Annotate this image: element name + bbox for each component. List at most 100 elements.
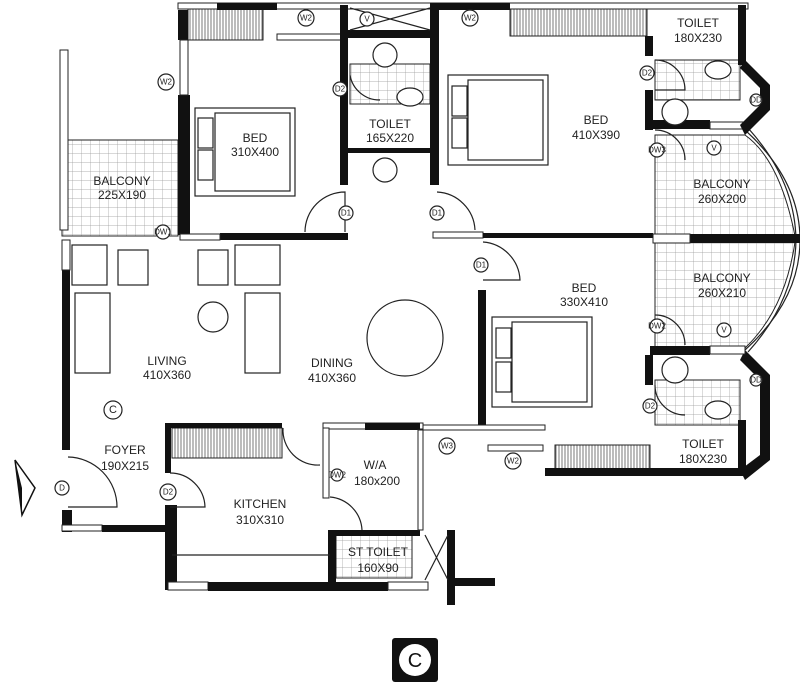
svg-text:FOYER: FOYER [104, 443, 146, 457]
tag-w2: W2 [297, 9, 315, 27]
svg-text:ST TOILET: ST TOILET [348, 545, 409, 559]
svg-text:DD: DD [750, 96, 762, 105]
svg-text:V: V [364, 15, 370, 24]
svg-text:DW1: DW1 [154, 228, 172, 237]
tag-c: C [103, 400, 123, 420]
svg-text:D1: D1 [476, 261, 487, 270]
svg-text:410X360: 410X360 [308, 371, 356, 385]
svg-text:D2: D2 [163, 488, 174, 497]
svg-text:TOILET: TOILET [682, 437, 724, 451]
svg-text:BED: BED [584, 113, 609, 127]
svg-text:W2: W2 [464, 14, 477, 23]
svg-text:D2: D2 [642, 69, 653, 78]
svg-text:410X360: 410X360 [143, 368, 191, 382]
tag-w2: W2 [461, 9, 479, 27]
svg-text:180x200: 180x200 [354, 474, 400, 488]
tag-v: V [716, 322, 732, 338]
svg-text:W2: W2 [160, 78, 173, 87]
svg-text:TOILET: TOILET [677, 16, 719, 30]
svg-text:C: C [109, 404, 117, 416]
tag-dw1: DW1 [154, 224, 172, 240]
walls [59, 2, 800, 605]
tag-d2: D2 [332, 81, 348, 97]
wardrobe [187, 7, 264, 41]
tag-w3: W3 [438, 437, 456, 455]
tag-d: D [54, 480, 70, 496]
wardrobe [554, 444, 651, 472]
tag-w2: W2 [157, 73, 175, 91]
svg-text:190X215: 190X215 [101, 459, 149, 473]
svg-text:180X230: 180X230 [679, 452, 727, 466]
dining-table [366, 299, 444, 377]
svg-text:DW2: DW2 [648, 322, 666, 331]
tag-d1: D1 [338, 205, 354, 221]
room-label-st-toilet: ST TOILET 160X90 [348, 545, 409, 575]
svg-text:KITCHEN: KITCHEN [234, 497, 287, 511]
svg-text:D2: D2 [645, 402, 656, 411]
svg-text:W2: W2 [507, 457, 520, 466]
tag-d2: D2 [642, 398, 658, 414]
tag-d2: D2 [159, 483, 177, 501]
svg-text:DINING: DINING [311, 356, 353, 370]
svg-text:D1: D1 [432, 209, 443, 218]
tag-dw2: DW2 [648, 318, 666, 334]
room-label-wa: W/A 180x200 [354, 458, 400, 488]
svg-text:V: V [721, 326, 727, 335]
svg-text:310X310: 310X310 [236, 513, 284, 527]
tag-v: V [706, 140, 722, 156]
door-swings [67, 59, 686, 531]
kitchen-counter [171, 427, 283, 459]
svg-text:V: V [711, 144, 717, 153]
svg-text:D2: D2 [335, 85, 346, 94]
svg-text:180X230: 180X230 [674, 31, 722, 45]
svg-text:DW2: DW2 [328, 471, 346, 480]
tag-dd: DD [749, 373, 763, 387]
plan-type-label: C [392, 638, 438, 682]
entry-arrow-icon [14, 459, 36, 518]
svg-text:D1: D1 [341, 209, 352, 218]
tag-dw2: DW2 [328, 468, 346, 482]
svg-text:BALCONY: BALCONY [93, 174, 150, 188]
svg-text:DW3: DW3 [648, 146, 666, 155]
svg-text:D: D [59, 484, 65, 493]
tag-v: V [359, 11, 375, 27]
svg-text:BED: BED [243, 131, 268, 145]
svg-text:BALCONY: BALCONY [693, 271, 750, 285]
tag-d1: D1 [429, 205, 445, 221]
room-label-foyer: FOYER 190X215 [101, 443, 149, 473]
tag-w2: W2 [504, 452, 522, 470]
furniture [71, 42, 732, 420]
svg-text:W2: W2 [300, 14, 313, 23]
room-label-kitchen: KITCHEN 310X310 [234, 497, 287, 527]
svg-text:W3: W3 [441, 442, 454, 451]
svg-text:BALCONY: BALCONY [693, 177, 750, 191]
svg-text:TOILET: TOILET [369, 117, 411, 131]
tag-dd: DD [749, 93, 763, 107]
svg-text:165X220: 165X220 [366, 131, 414, 145]
svg-text:160X90: 160X90 [357, 561, 399, 575]
svg-text:W/A: W/A [364, 458, 387, 472]
wardrobe [509, 7, 648, 37]
svg-text:DD: DD [750, 376, 762, 385]
tag-d2: D2 [639, 65, 655, 81]
tag-dw3: DW3 [648, 142, 666, 158]
tag-d1: D1 [473, 257, 489, 273]
svg-text:260X210: 260X210 [698, 286, 746, 300]
svg-text:310X400: 310X400 [231, 145, 279, 159]
svg-text:410X390: 410X390 [572, 128, 620, 142]
svg-text:C: C [408, 650, 422, 672]
svg-text:225X190: 225X190 [98, 188, 146, 202]
svg-text:260X200: 260X200 [698, 192, 746, 206]
svg-text:BED: BED [572, 281, 597, 295]
